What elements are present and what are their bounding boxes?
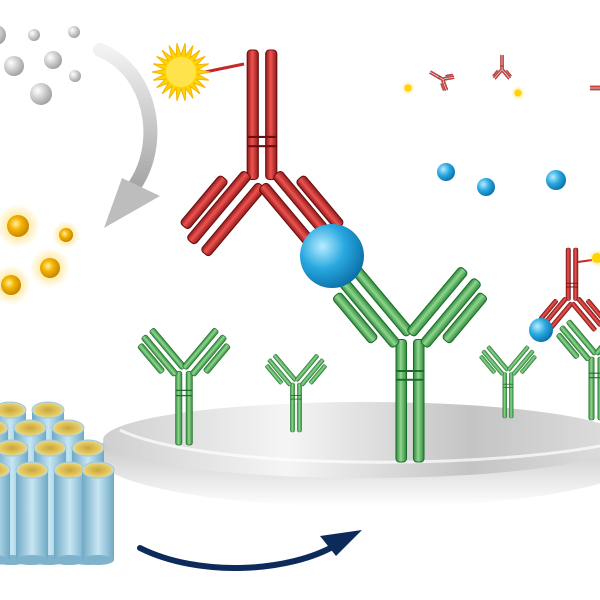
gold-nanoparticle <box>52 221 80 249</box>
free-antibody <box>492 54 512 80</box>
antigen <box>546 170 566 190</box>
nanotube-bundle <box>0 401 115 565</box>
antigen <box>437 163 455 181</box>
nanotube <box>53 461 87 565</box>
nanotube <box>0 462 11 565</box>
gray-particle <box>68 26 80 38</box>
capture-antibody-layer <box>137 267 600 463</box>
detection-antibody-small <box>538 247 600 332</box>
tiny-antibody <box>589 85 600 91</box>
antigen-bound-main <box>300 224 364 288</box>
antigen <box>477 178 495 196</box>
nanotube <box>15 461 49 565</box>
gold-nanoparticle <box>0 204 40 248</box>
gray-particle <box>4 56 24 76</box>
gold-nanoparticle-cluster <box>0 204 80 305</box>
gray-curved-arrow-icon <box>93 43 160 228</box>
gold-nanoparticle <box>30 248 70 288</box>
dark-blue-curved-arrow-icon <box>137 530 362 572</box>
sun-burst-icon <box>514 89 522 97</box>
gold-nanoparticle <box>0 265 31 305</box>
gray-particle <box>69 70 81 82</box>
capture-antibody <box>556 319 600 421</box>
free-antibody <box>429 70 455 91</box>
gray-particle <box>30 83 52 105</box>
sun-burst-icon <box>404 84 412 92</box>
antigen-bound-small <box>529 318 553 342</box>
free-antibody <box>589 85 600 91</box>
nanotube <box>81 461 115 565</box>
detection-antibody-main <box>180 49 344 257</box>
gray-particle-cluster <box>0 25 81 105</box>
free-antigen-cluster <box>437 163 566 196</box>
tiny-antibody <box>429 70 455 91</box>
sun-burst-icon <box>151 43 245 101</box>
capture-antibody <box>265 354 327 433</box>
gray-particle <box>0 25 6 45</box>
sun-burst-icon <box>577 249 600 267</box>
detection-antibody <box>538 247 600 332</box>
capture-antibody <box>137 328 231 446</box>
gray-particle <box>44 51 62 69</box>
free-detection-antibodies <box>401 54 600 100</box>
capture-antibody <box>479 345 537 419</box>
tiny-antibody <box>492 54 512 80</box>
capture-antibody-large <box>332 267 488 463</box>
gray-particle <box>28 29 40 41</box>
assay-plate <box>95 402 600 507</box>
detection-antibody <box>180 49 344 257</box>
